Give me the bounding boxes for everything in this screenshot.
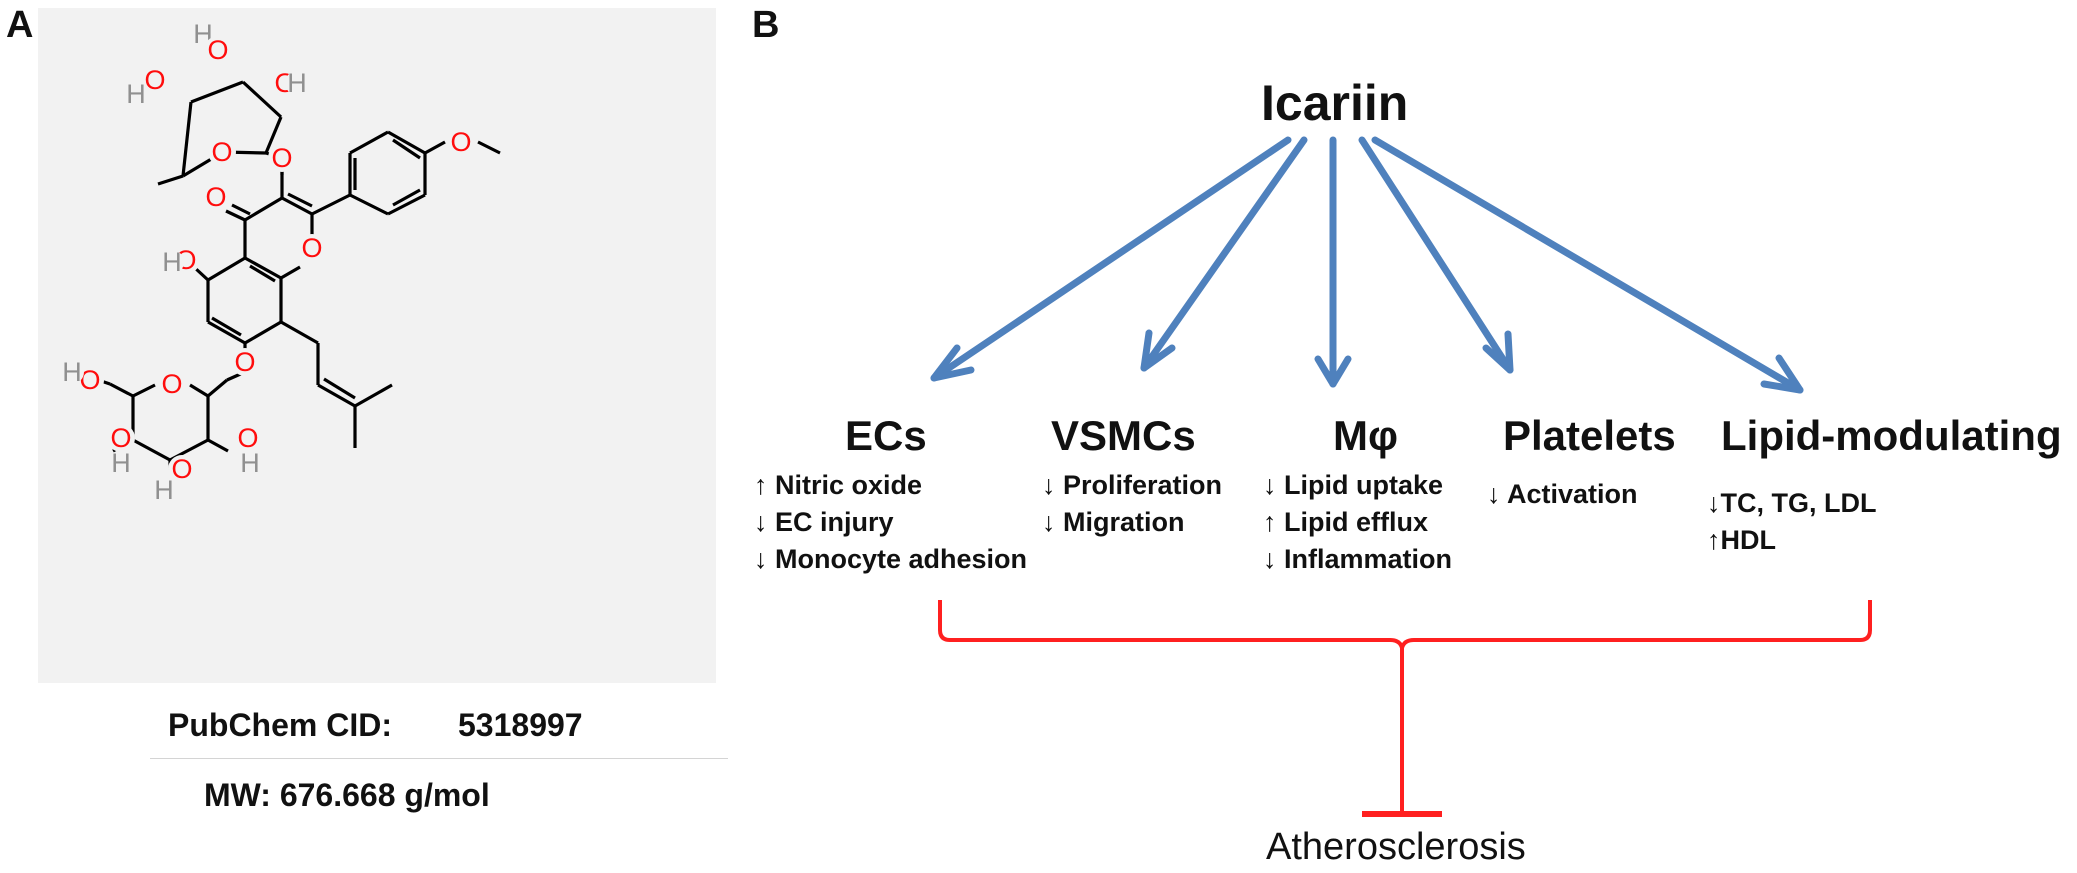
effect-item: ↓ Proliferation [1042,470,1223,500]
effect-item: ↓ Inflammation [1263,544,1453,574]
effect-item: ↓ Activation [1487,479,1638,509]
arrow-to-lipid-modulating [1371,136,1804,394]
effect-item: ↓ Lipid uptake [1263,470,1444,500]
effect-item: ↓ Migration [1042,507,1185,537]
blue-arrows [930,136,1804,394]
target-node-atherosclerosis: Atherosclerosis [1266,826,1526,868]
atom-h-label: H [62,357,82,387]
icariin-structure-diagram: H O O H O H O O O O O O H O O O H O H O [60,19,501,505]
source-node-icariin: Icariin [1261,75,1409,131]
structure-atom-labels: H O O H O H O O O O O O H O O O H O H O [60,19,475,505]
effects-ecs: ↑ Nitric oxide ↓ EC injury ↓ Monocyte ad… [754,467,1027,578]
atom-h-label: H [111,448,131,478]
arrow-to-vsmcs [1140,136,1308,372]
atom-o-label: O [211,137,232,167]
atom-o-label: O [171,454,192,484]
atom-h-label: H [126,79,146,109]
effects-lipid-modulating: ↓TC, TG, LDL ↑HDL [1707,485,1876,559]
target-title-vsmcs: VSMCs [1051,412,1196,459]
chemical-structure-panel: H O O H O H O O O O O O H O O O H O H O [38,8,716,683]
red-inhibition-bracket [938,600,1872,817]
arrow-to-platelets [1358,136,1514,374]
pubchem-cid-value: 5318997 [458,707,583,743]
atom-o-label: O [79,365,100,395]
panel-b-label: B [752,4,780,46]
effect-item: ↑ Lipid efflux [1263,507,1428,537]
atom-o-label: O [144,65,165,95]
atom-o-label: O [301,233,322,263]
effects-vsmcs: ↓ Proliferation ↓ Migration [1042,467,1222,541]
effect-item: ↑ Nitric oxide [754,470,923,500]
effect-item: ↓TC, TG, LDL [1707,488,1877,518]
atom-o-label: O [110,423,131,453]
target-title-macrophage: Mφ [1333,412,1399,459]
molecular-weight: MW: 676.668 g/mol [204,777,490,813]
atom-h-label: H [287,68,307,98]
atom-o-label: O [234,347,255,377]
bracket-line [938,600,1872,649]
target-title-lipid-modulating: Lipid-modulating [1721,412,2062,459]
atom-o-label: O [207,35,228,65]
structure-bonds [97,80,501,470]
arrow-to-ecs [930,136,1292,382]
atom-o-label: O [161,369,182,399]
pubchem-cid-label: PubChem CID: [168,707,392,743]
atom-o-label: O [205,182,226,212]
effect-item: ↑HDL [1707,525,1776,555]
target-title-platelets: Platelets [1503,412,1676,459]
effect-item: ↓ EC injury [754,507,894,537]
atom-h-label: H [162,247,182,277]
target-title-ecs: ECs [845,412,927,459]
atom-o-label: O [450,127,471,157]
panel-a-label: A [6,4,34,46]
atom-o-label: O [271,143,292,173]
atom-h-label: H [154,475,174,505]
effects-macrophage: ↓ Lipid uptake ↑ Lipid efflux ↓ Inflamma… [1263,467,1452,578]
info-divider [150,758,728,759]
effects-platelets: ↓ Activation [1487,476,1638,513]
atom-o-label: O [237,423,258,453]
effect-item: ↓ Monocyte adhesion [754,544,1028,574]
atom-h-label: H [240,448,260,478]
